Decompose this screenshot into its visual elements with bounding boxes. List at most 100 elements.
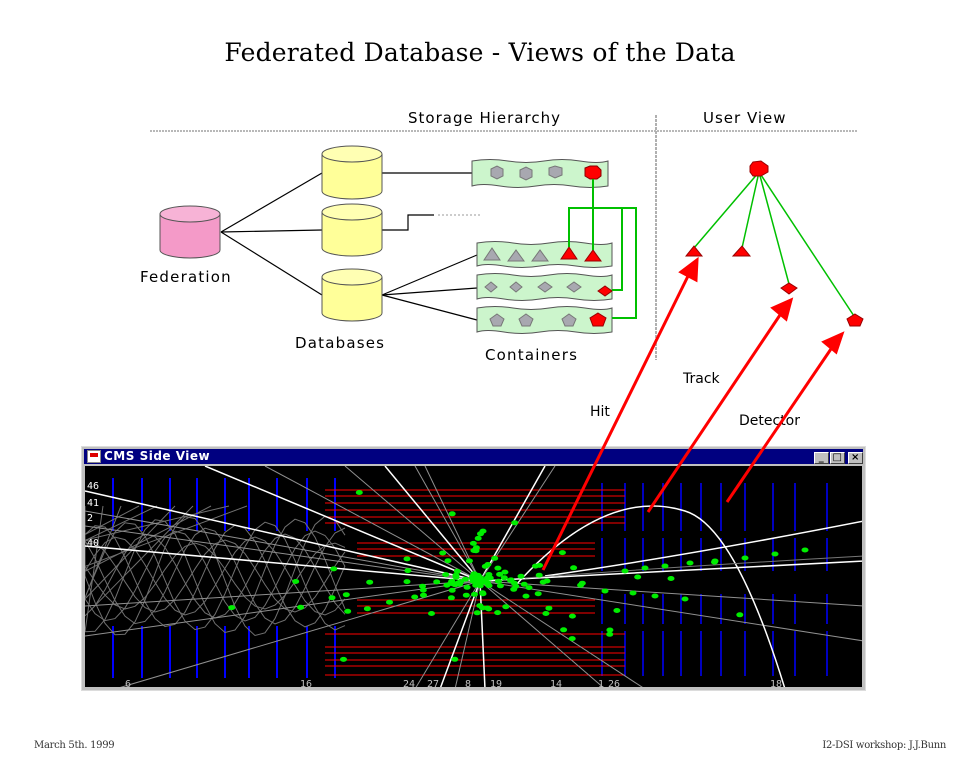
container-4 [476,306,613,334]
hit-point [342,592,350,598]
hit-point [501,569,509,575]
object-pentagon [489,313,505,327]
hit-point [340,656,347,662]
hit-point [442,572,450,578]
object-octagon-selected [584,165,602,180]
hit-point [453,568,461,574]
hit-point [711,558,719,564]
link-db3-c4 [381,294,478,321]
hit-point [496,571,504,577]
axis-label: 8 [465,679,471,687]
particle-track [479,580,862,642]
hit-point [355,490,363,495]
hit-point [543,578,551,584]
hit-point [511,520,519,526]
hit-point [344,608,352,614]
hit-point [525,585,533,591]
hit-point [495,578,502,584]
hit-point [461,576,469,582]
hit-label: Hit [590,404,610,420]
hit-point [536,562,543,568]
database-cylinder-3 [321,268,383,322]
object-triangle [507,249,525,262]
object-diamond [509,281,523,293]
hit-point [444,558,452,564]
container-1 [471,159,609,188]
axis-label: 46 [87,481,99,492]
federation-label: Federation [140,268,232,286]
storage-hierarchy-header: Storage Hierarchy [408,109,561,127]
axis-label: 41 [87,498,99,509]
hit-point [228,605,236,611]
hit-point [496,583,504,589]
object-octagon [548,165,563,179]
minimize-button[interactable]: _ [814,452,829,464]
slide-title: Federated Database - Views of the Data [224,38,736,67]
axis-label: 40 [87,538,99,549]
hit-point [452,572,460,578]
hit-point [463,584,471,590]
close-button[interactable]: × [848,452,863,464]
hit-point [411,594,419,600]
object-pentagon [518,313,534,327]
hit-point [641,565,649,571]
window-titlebar[interactable]: CMS Side View _ □ × [84,449,863,464]
particle-track [85,580,481,607]
hit-point [428,611,435,616]
hit-point [448,578,456,584]
helix-track [85,505,346,634]
hit-point [479,590,486,596]
hit-point [297,604,305,610]
user-view-header: User View [703,109,787,127]
hit-point [386,599,393,605]
particle-track [384,466,481,582]
hit-point [560,627,568,633]
maximize-button[interactable]: □ [830,452,845,464]
hit-point [465,558,473,564]
hit-point [570,565,578,571]
hit-point [517,573,525,579]
hit-point [601,588,609,594]
axis-label: 19 [490,679,502,687]
link-db3-c3 [381,287,478,296]
hit-point [330,566,338,572]
hit-point [534,591,542,597]
database-cylinder-2 [321,203,383,257]
user-view-track-diamond [780,282,798,295]
object-diamond [484,281,498,293]
link-fed-db3 [220,231,323,296]
axis-label: 2 [87,513,93,524]
footer-author: I2-DSI workshop: J.J.Bunn [822,740,946,751]
user-view-detector-pentagon [846,313,864,327]
particle-track [479,580,862,607]
storage-diagram [150,115,864,360]
hit-point [634,574,642,580]
hit-point [363,606,371,612]
axis-label: 18 [770,679,782,687]
app-icon[interactable] [87,450,101,463]
hit-point [494,565,502,571]
link-fed-db2 [220,229,323,233]
hit-point [741,555,749,561]
hit-point [292,579,300,584]
hit-point [404,568,412,574]
particle-track [479,560,862,582]
hit-point [686,560,694,566]
hit-point [494,610,502,616]
hit-point [451,656,459,662]
particle-track [454,580,481,687]
helix-track [85,505,346,625]
hit-point [474,535,482,541]
helix-track [85,505,346,631]
particle-track [204,466,481,582]
hit-point [476,577,484,583]
hit-point [471,591,478,597]
hit-point [568,613,576,619]
hit-point [502,604,510,610]
particle-track [479,580,643,687]
object-octagon [490,165,504,180]
hit-point [420,592,427,598]
